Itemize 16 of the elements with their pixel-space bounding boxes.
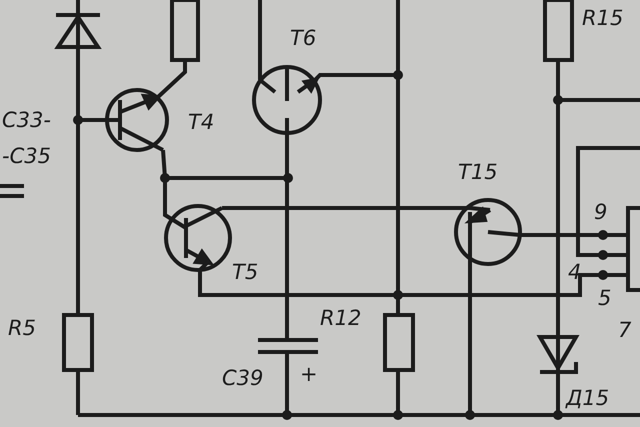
component-label: -С35	[2, 146, 51, 167]
component-label: 4	[568, 262, 582, 283]
component-label: +	[300, 364, 318, 385]
component-label: С33-	[2, 110, 51, 131]
component-label: Т15	[458, 162, 498, 183]
component-label: R15	[582, 8, 624, 29]
component-label: 9	[594, 202, 608, 223]
component-label: 5	[598, 288, 612, 309]
component-label: Т5	[232, 262, 258, 283]
component-label: Т4	[188, 112, 214, 133]
component-label: 7	[618, 320, 632, 341]
component-label: R12	[320, 308, 362, 329]
component-label: С39	[222, 368, 264, 389]
component-label: Д15	[566, 388, 610, 409]
component-label: Т6	[290, 28, 316, 49]
component-label: R5	[8, 318, 36, 339]
